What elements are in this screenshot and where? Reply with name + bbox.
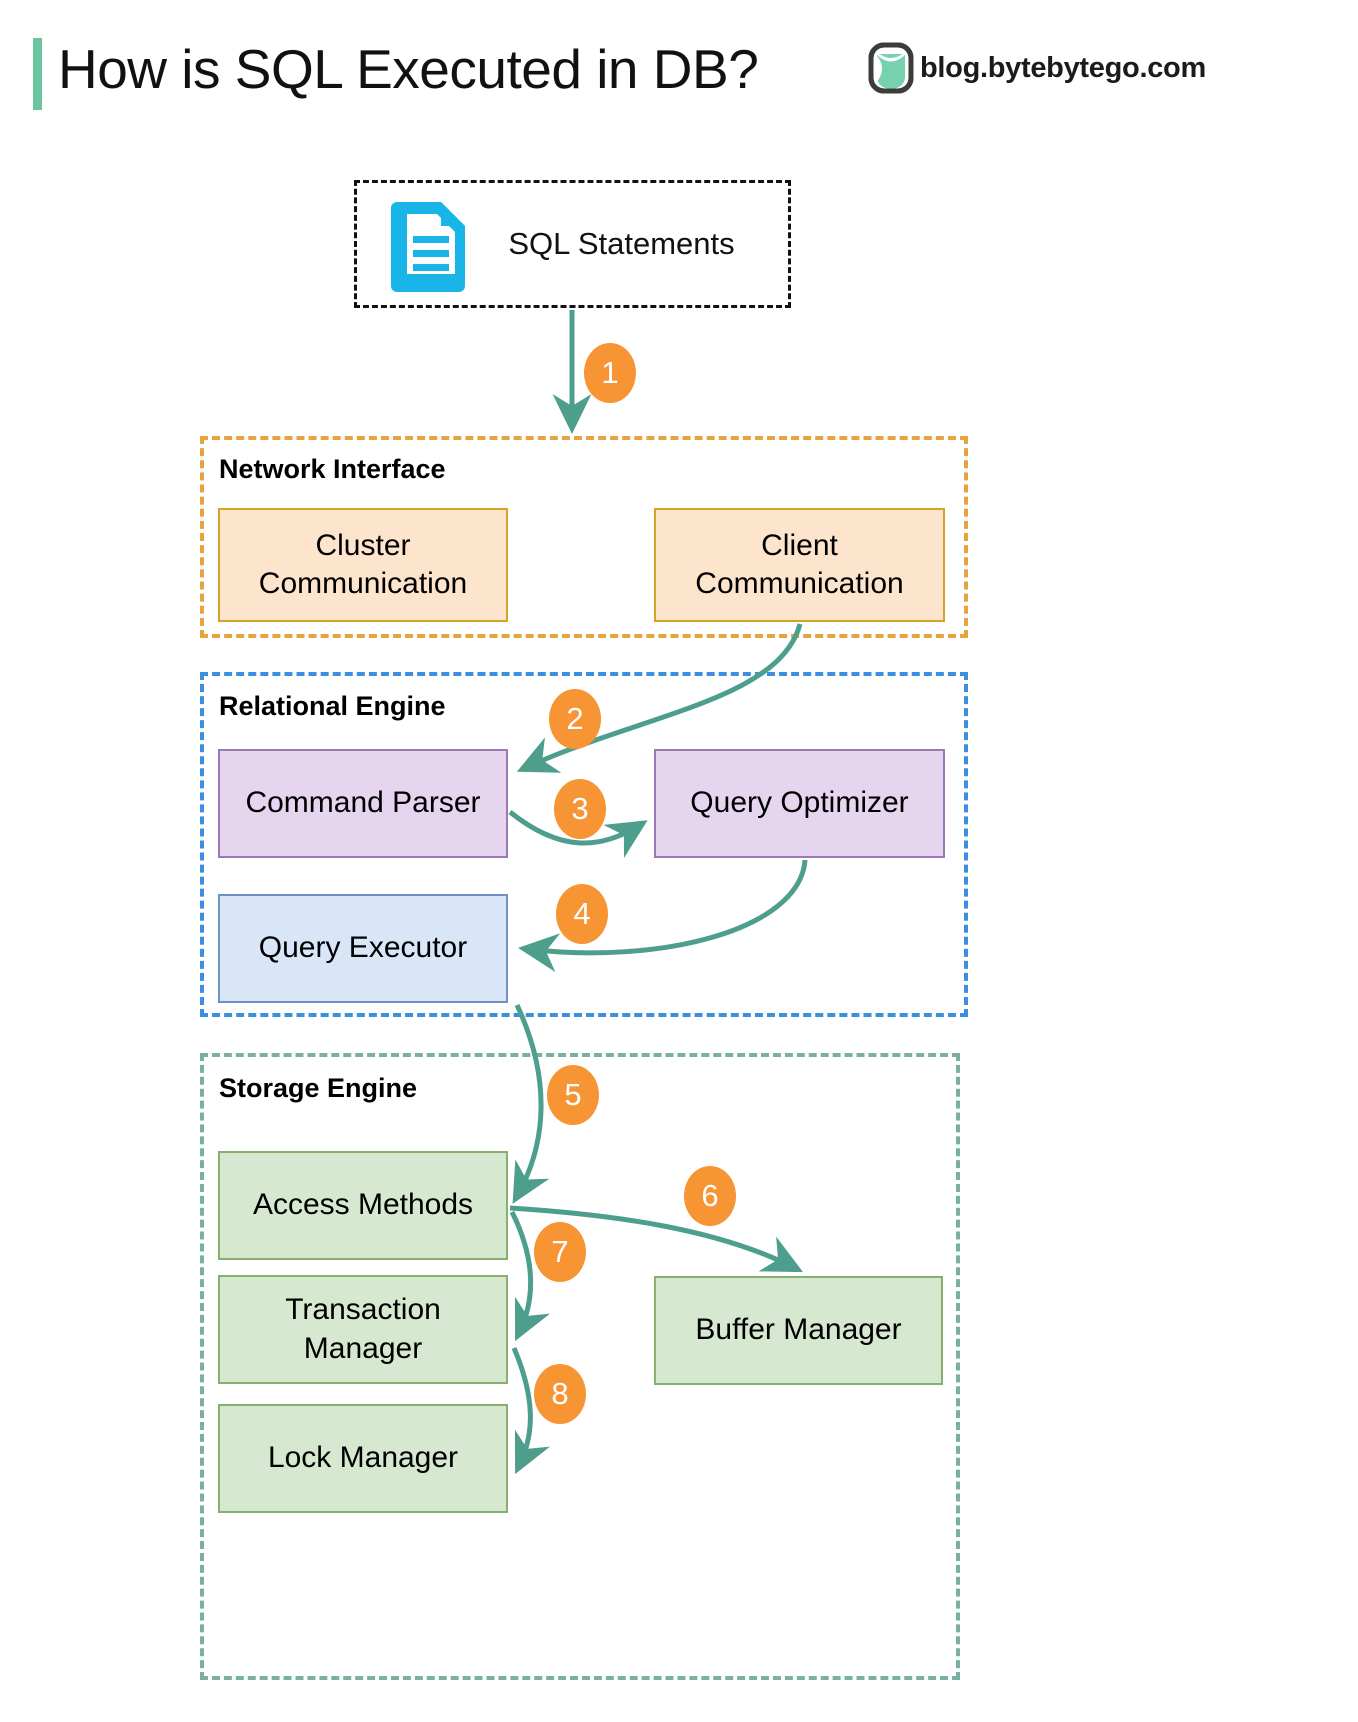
title-accent-bar [33,38,42,110]
buffer-manager-label: Buffer Manager [695,1313,902,1347]
step-badge-4: 4 [556,884,608,944]
cluster-communication-line2: Communication [258,567,468,600]
step-badge-5: 5 [547,1065,599,1125]
cluster-communication-line1: Cluster [315,528,411,562]
group-storage-engine [200,1053,960,1680]
node-query-executor[interactable]: Query Executor [218,894,508,1003]
command-parser-label: Command Parser [245,786,481,820]
sql-statements-label: SQL Statements [508,226,735,261]
transaction-manager-line1: Transaction [285,1293,441,1327]
group-label-storage-engine: Storage Engine [219,1073,418,1103]
node-client-communication[interactable]: Client Communication [654,508,945,622]
node-cluster-communication[interactable]: Cluster Communication [218,508,508,622]
node-lock-manager[interactable]: Lock Manager [218,1404,508,1513]
group-label-network-interface: Network Interface [219,454,446,484]
node-transaction-manager[interactable]: Transaction Manager [218,1275,508,1384]
transaction-manager-line2: Manager [303,1331,423,1365]
group-label-relational-engine: Relational Engine [219,691,446,721]
access-methods-label: Access Methods [252,1188,474,1222]
node-query-optimizer[interactable]: Query Optimizer [654,749,945,858]
step-badge-8: 8 [534,1364,586,1424]
query-executor-label: Query Executor [258,931,468,965]
node-buffer-manager[interactable]: Buffer Manager [654,1276,943,1385]
node-access-methods[interactable]: Access Methods [218,1151,508,1260]
document-icon [391,202,465,292]
step-badge-7: 7 [534,1222,586,1282]
node-command-parser[interactable]: Command Parser [218,749,508,858]
client-communication-line2: Communication [695,567,904,600]
page-title: How is SQL Executed in DB? [58,38,759,100]
bytebytego-logo-icon [868,42,914,94]
brand-label: blog.bytebytego.com [920,51,1206,84]
brand: blog.bytebytego.com [868,42,1206,94]
step-badge-6: 6 [684,1166,736,1226]
client-communication-line1: Client [761,528,838,562]
step-badge-2: 2 [549,689,601,749]
query-optimizer-label: Query Optimizer [690,786,909,820]
step-badge-1: 1 [584,343,636,403]
sql-statements-box: SQL Statements [354,180,791,308]
step-badge-3: 3 [554,779,606,839]
lock-manager-label: Lock Manager [267,1441,459,1475]
